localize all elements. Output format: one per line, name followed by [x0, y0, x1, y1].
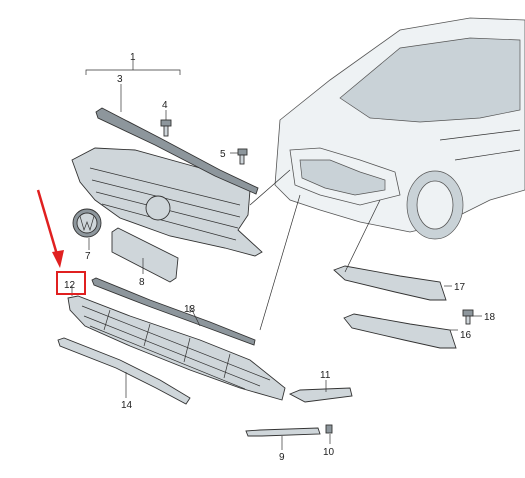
callout-14: 14 [121, 400, 133, 411]
bolt-icon [237, 148, 248, 165]
fog-light-trim [333, 265, 447, 301]
callout-5: 5 [220, 149, 226, 160]
red-arrow [36, 189, 64, 268]
callout-4: 4 [162, 100, 168, 111]
clip-icon [325, 424, 333, 434]
highlight-box [56, 271, 86, 295]
callout-7: 7 [85, 251, 91, 262]
callout-8: 8 [139, 277, 145, 288]
callout-9: 9 [279, 452, 285, 463]
trim-piece [245, 427, 321, 437]
callout-1: 1 [130, 52, 136, 63]
car-illustration [274, 17, 525, 240]
spoiler-strip [57, 337, 191, 405]
callout-11: 11 [320, 370, 331, 381]
callout-3: 3 [117, 74, 123, 85]
callout-13: 13 [184, 304, 196, 315]
trim-piece [288, 387, 353, 403]
callout-16: 16 [460, 330, 472, 341]
bolt-icon [462, 309, 474, 325]
callout-18: 18 [484, 312, 496, 323]
leader-lines [71, 60, 482, 450]
fog-light-trim [343, 313, 457, 349]
trim-strip [95, 107, 259, 195]
license-plate-bracket [111, 227, 179, 283]
callout-10: 10 [323, 447, 335, 458]
callout-12: 12 [64, 280, 76, 291]
callout-17: 17 [454, 282, 466, 293]
bolt-icon [160, 119, 172, 137]
lower-grille [67, 295, 286, 401]
upper-grille [71, 147, 263, 257]
chrome-strip [91, 277, 256, 346]
emblem-icon [72, 208, 102, 238]
